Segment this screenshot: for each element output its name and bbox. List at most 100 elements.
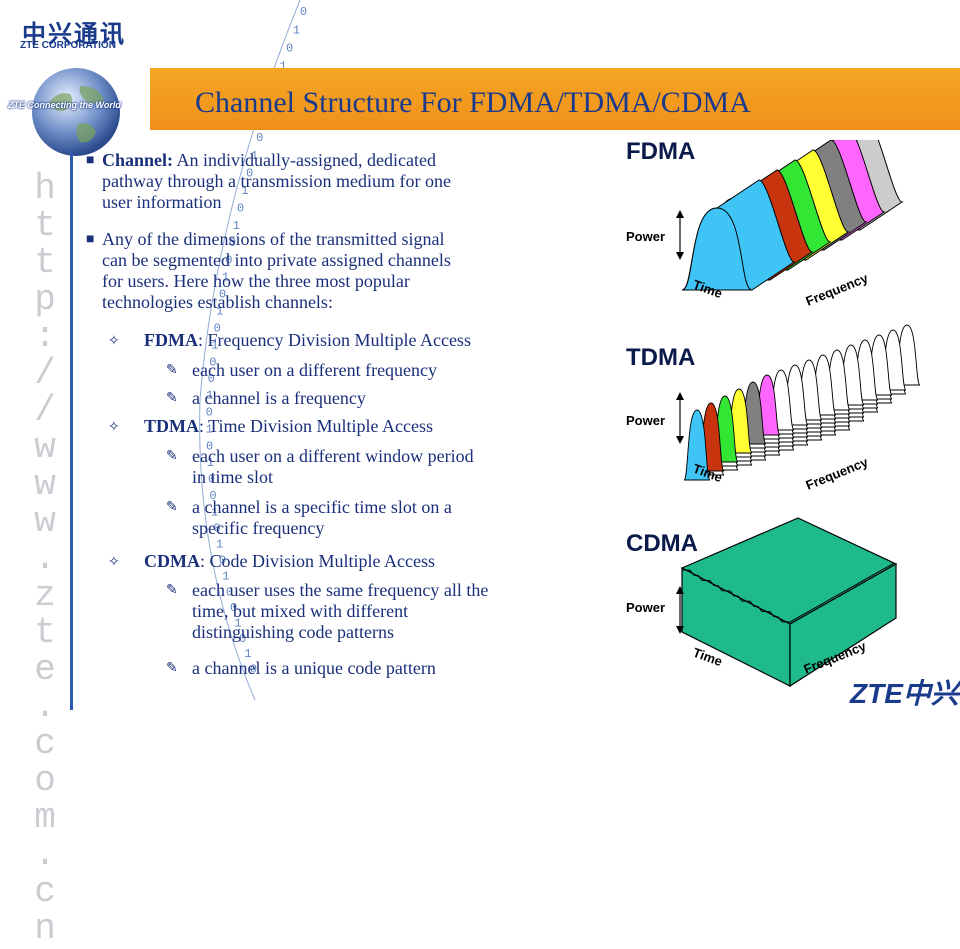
text: user information (102, 192, 222, 212)
text: technologies establish channels: (102, 292, 333, 312)
url-character: t (34, 612, 56, 653)
globe-icon (32, 68, 120, 156)
fdma-channel-front (681, 207, 753, 291)
company-name-cn: 中兴通讯 (22, 20, 126, 48)
text: : Frequency Division Multiple Access (197, 330, 471, 350)
url-character: m (34, 797, 56, 838)
text: a channel is a unique code pattern (192, 658, 436, 678)
url-character: . (34, 686, 56, 727)
text: specific frequency (192, 518, 325, 538)
key-tdma: TDMA (144, 416, 199, 436)
url-character: z (34, 575, 56, 616)
text: a channel is a frequency (192, 388, 366, 408)
cdma-diagram: Power Time Frequency (626, 517, 898, 688)
tdma-diagram: Power Time Frequency (626, 324, 920, 493)
binary-digit: 0 (300, 5, 307, 19)
term-channel: Channel: (102, 150, 174, 170)
diamond-bullet-icon: ✧ (108, 555, 120, 570)
cdma-code-block (680, 517, 898, 688)
text: An individually-assigned, dedicated (173, 150, 436, 170)
square-bullet-icon: ■ (86, 153, 95, 168)
text: : Code Division Multiple Access (200, 551, 435, 571)
pen-bullet-icon: ✎ (166, 500, 178, 515)
url-character: p (34, 279, 56, 320)
url-character: w (34, 427, 56, 468)
url-character: : (34, 316, 56, 357)
power-axis (676, 586, 684, 634)
bullet-channel: ■ Channel: An individually-assigned, ded… (86, 150, 586, 213)
pen-bullet-icon: ✎ (166, 363, 178, 378)
cdma-noise-edge (681, 562, 895, 623)
url-character: n (34, 908, 56, 949)
url-character: / (34, 353, 56, 394)
pen-bullet-icon: ✎ (166, 391, 178, 406)
text: each user on a different frequency (192, 360, 438, 380)
text: distinguishing code patterns (192, 622, 394, 642)
fdma-diagram: Power Time Frequency (626, 140, 904, 309)
text: a channel is a specific time slot on a (192, 497, 452, 517)
url-character: t (34, 242, 56, 283)
binary-digit: 0 (256, 131, 263, 145)
url-character: o (34, 760, 56, 801)
diamond-bullet-icon: ✧ (108, 334, 120, 349)
pen-bullet-icon: ✎ (166, 449, 178, 464)
url-character: c (34, 871, 56, 912)
slogan: ZTE Connecting the World (8, 100, 121, 110)
url-character: / (34, 390, 56, 431)
company-name-en: ZTE CORPORATION (20, 40, 116, 51)
tdma-slot-pulse (683, 409, 711, 481)
text: each user on a different window period (192, 446, 474, 466)
key-cdma: CDMA (144, 551, 200, 571)
text: for users. Here how the three most popul… (102, 271, 410, 291)
fdma-frequency-label: Frequency (804, 270, 871, 309)
text: : Time Division Multiple Access (199, 416, 434, 436)
url-character: w (34, 501, 56, 542)
power-axis (676, 210, 684, 260)
bullet-cdma-1: ✎ each user uses the same frequency all … (166, 580, 606, 643)
slide-title: Channel Structure For FDMA/TDMA/CDMA (195, 86, 751, 119)
cdma-block-side (789, 562, 897, 688)
bullet-cdma-2: ✎ a channel is a unique code pattern (166, 658, 606, 679)
text: can be segmented into private assigned c… (102, 250, 451, 270)
tdma-heading: TDMA (626, 344, 696, 371)
zte-logo: ZTE中兴 (850, 678, 959, 709)
fdma-power-label: Power (626, 229, 665, 244)
square-bullet-icon: ■ (86, 232, 95, 247)
bullet-tdma: ✧ TDMA: Time Division Multiple Access (108, 416, 588, 437)
text: in time slot (192, 467, 273, 487)
binary-digit: 1 (216, 538, 223, 552)
url-character: . (34, 834, 56, 875)
url-character: e (34, 649, 56, 690)
fdma-heading: FDMA (626, 138, 696, 165)
cdma-power-label: Power (626, 600, 665, 615)
tdma-frequency-label: Frequency (804, 454, 871, 493)
bullet-fdma-1: ✎ each user on a different frequency (166, 360, 606, 381)
url-character: c (34, 723, 56, 764)
bullet-cdma: ✧ CDMA: Code Division Multiple Access (108, 551, 588, 572)
binary-digit: 0 (286, 42, 293, 56)
pen-bullet-icon: ✎ (166, 583, 178, 598)
title-bar (150, 68, 960, 130)
cdma-heading: CDMA (626, 530, 698, 557)
bullet-tdma-1: ✎ each user on a different window period… (166, 446, 606, 488)
bullet-fdma-2: ✎ a channel is a frequency (166, 388, 606, 409)
url-character: . (34, 538, 56, 579)
pen-bullet-icon: ✎ (166, 661, 178, 676)
bullet-dimensions: ■ Any of the dimensions of the transmitt… (86, 229, 586, 313)
text: time, but mixed with different (192, 601, 409, 621)
text: Any of the dimensions of the transmitted… (102, 229, 445, 249)
url-character: w (34, 464, 56, 505)
url-character: h (34, 168, 56, 209)
text: pathway through a transmission medium fo… (102, 171, 451, 191)
tdma-power-label: Power (626, 413, 665, 428)
bullet-fdma: ✧ FDMA: Frequency Division Multiple Acce… (108, 330, 588, 351)
power-axis (676, 392, 684, 444)
key-fdma: FDMA (144, 330, 198, 350)
url-character: t (34, 205, 56, 246)
text: each user uses the same frequency all th… (192, 580, 489, 600)
left-divider (70, 150, 73, 710)
bullet-tdma-2: ✎ a channel is a specific time slot on a… (166, 497, 606, 539)
diamond-bullet-icon: ✧ (108, 420, 120, 435)
binary-digit: 1 (293, 23, 300, 37)
